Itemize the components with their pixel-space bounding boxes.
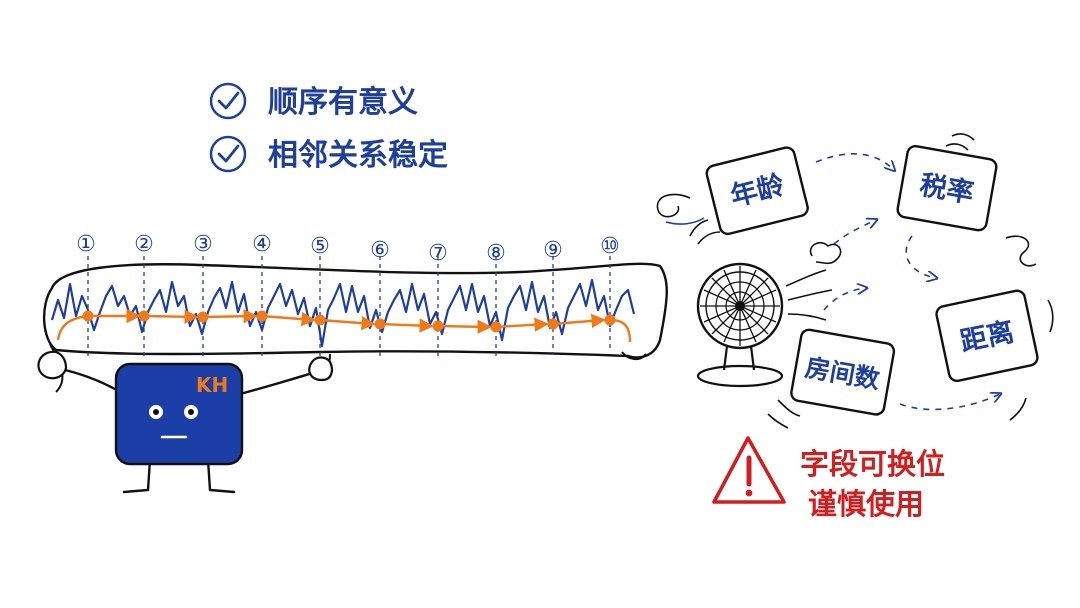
step-label: ⑧ [486,241,506,266]
step-guides [87,256,611,358]
mascot-leg [206,458,236,494]
feature-card-age: 年龄 [705,146,809,236]
shuffle-arrow [823,288,866,311]
warning-triangle-icon [712,436,786,504]
shuffle-arrow [899,394,1000,411]
sequence-arrow [495,317,549,332]
sequence-arrow [437,319,492,334]
warning-callout: 字段可换位 谨慎使用 [712,436,945,521]
wind-line [787,313,827,321]
mascot-body [114,362,244,466]
shuffle-arrow [833,220,876,245]
sequence-dot [138,310,150,322]
step-label: ③ [193,232,213,257]
signal-strip: ① ② ③ ④ ⑤ ⑥ ⑦ ⑧ ⑨ ⑩ [42,232,668,393]
sequence-dot [490,321,502,333]
check-circle-icon [209,135,247,173]
check-circle-icon [209,82,247,120]
step-labels: ① ② ③ ④ ⑤ ⑥ ⑦ ⑧ ⑨ ⑩ [76,232,620,266]
step-label: ② [134,232,154,257]
mascot-hand [37,350,68,380]
sequence-dot [604,314,616,326]
step-label: ④ [252,232,272,257]
sequence-dots [82,310,616,333]
mascot-leg [122,458,152,494]
swirl-doodles [656,133,1054,429]
mascot-arm [239,370,317,396]
sequence-dot [432,320,444,332]
mascot-hand [308,356,333,382]
mascot: KH [37,350,333,494]
checklist: 顺序有意义 相邻关系稳定 [209,82,448,173]
fan-icon [696,241,842,388]
mascot-pupil [188,409,194,415]
mascot-pupil [153,409,159,415]
wind-puff-icon [809,241,842,265]
warning-line-2: 谨慎使用 [808,487,924,521]
sequence-arrow [552,313,606,329]
step-label: ① [76,232,96,257]
step-label: ⑤ [310,234,330,259]
check-item-label: 顺序有意义 [268,85,418,120]
wind-line [787,289,833,301]
strip-curl [621,351,647,360]
sequence-dot [197,311,209,323]
step-label: ⑥ [370,238,390,263]
check-item-2: 相邻关系稳定 [209,135,448,173]
sequence-dot [82,310,94,322]
shuffle-arrow [815,153,894,170]
sequence-arrow [379,318,434,333]
check-item-label: 相邻关系稳定 [268,138,448,173]
feature-card-rooms: 房间数 [790,328,896,416]
sequence-arrow [261,311,316,327]
shuffle-arrow [905,235,936,278]
step-label: ⑦ [428,241,448,266]
feature-card-tax-rate: 税率 [896,144,998,232]
waveform [50,278,636,348]
warning-line-1: 字段可换位 [800,447,945,481]
strip-outline [42,262,668,359]
sequence-dot [256,310,268,322]
shuffle-arrows [815,153,1000,411]
wind-line [785,269,827,287]
step-label: ⑨ [543,238,563,263]
sequence-dot [374,318,386,330]
check-item-1: 顺序有意义 [209,82,418,120]
sequence-arrow [143,309,199,324]
sequence-dot [314,314,326,326]
mascot-badge: KH [196,373,228,397]
sequence-dot [547,318,559,330]
sequence-arrow [319,315,376,331]
sequence-arrow [202,309,258,324]
feature-card-distance: 距离 [935,289,1039,383]
step-label: ⑩ [600,234,620,259]
